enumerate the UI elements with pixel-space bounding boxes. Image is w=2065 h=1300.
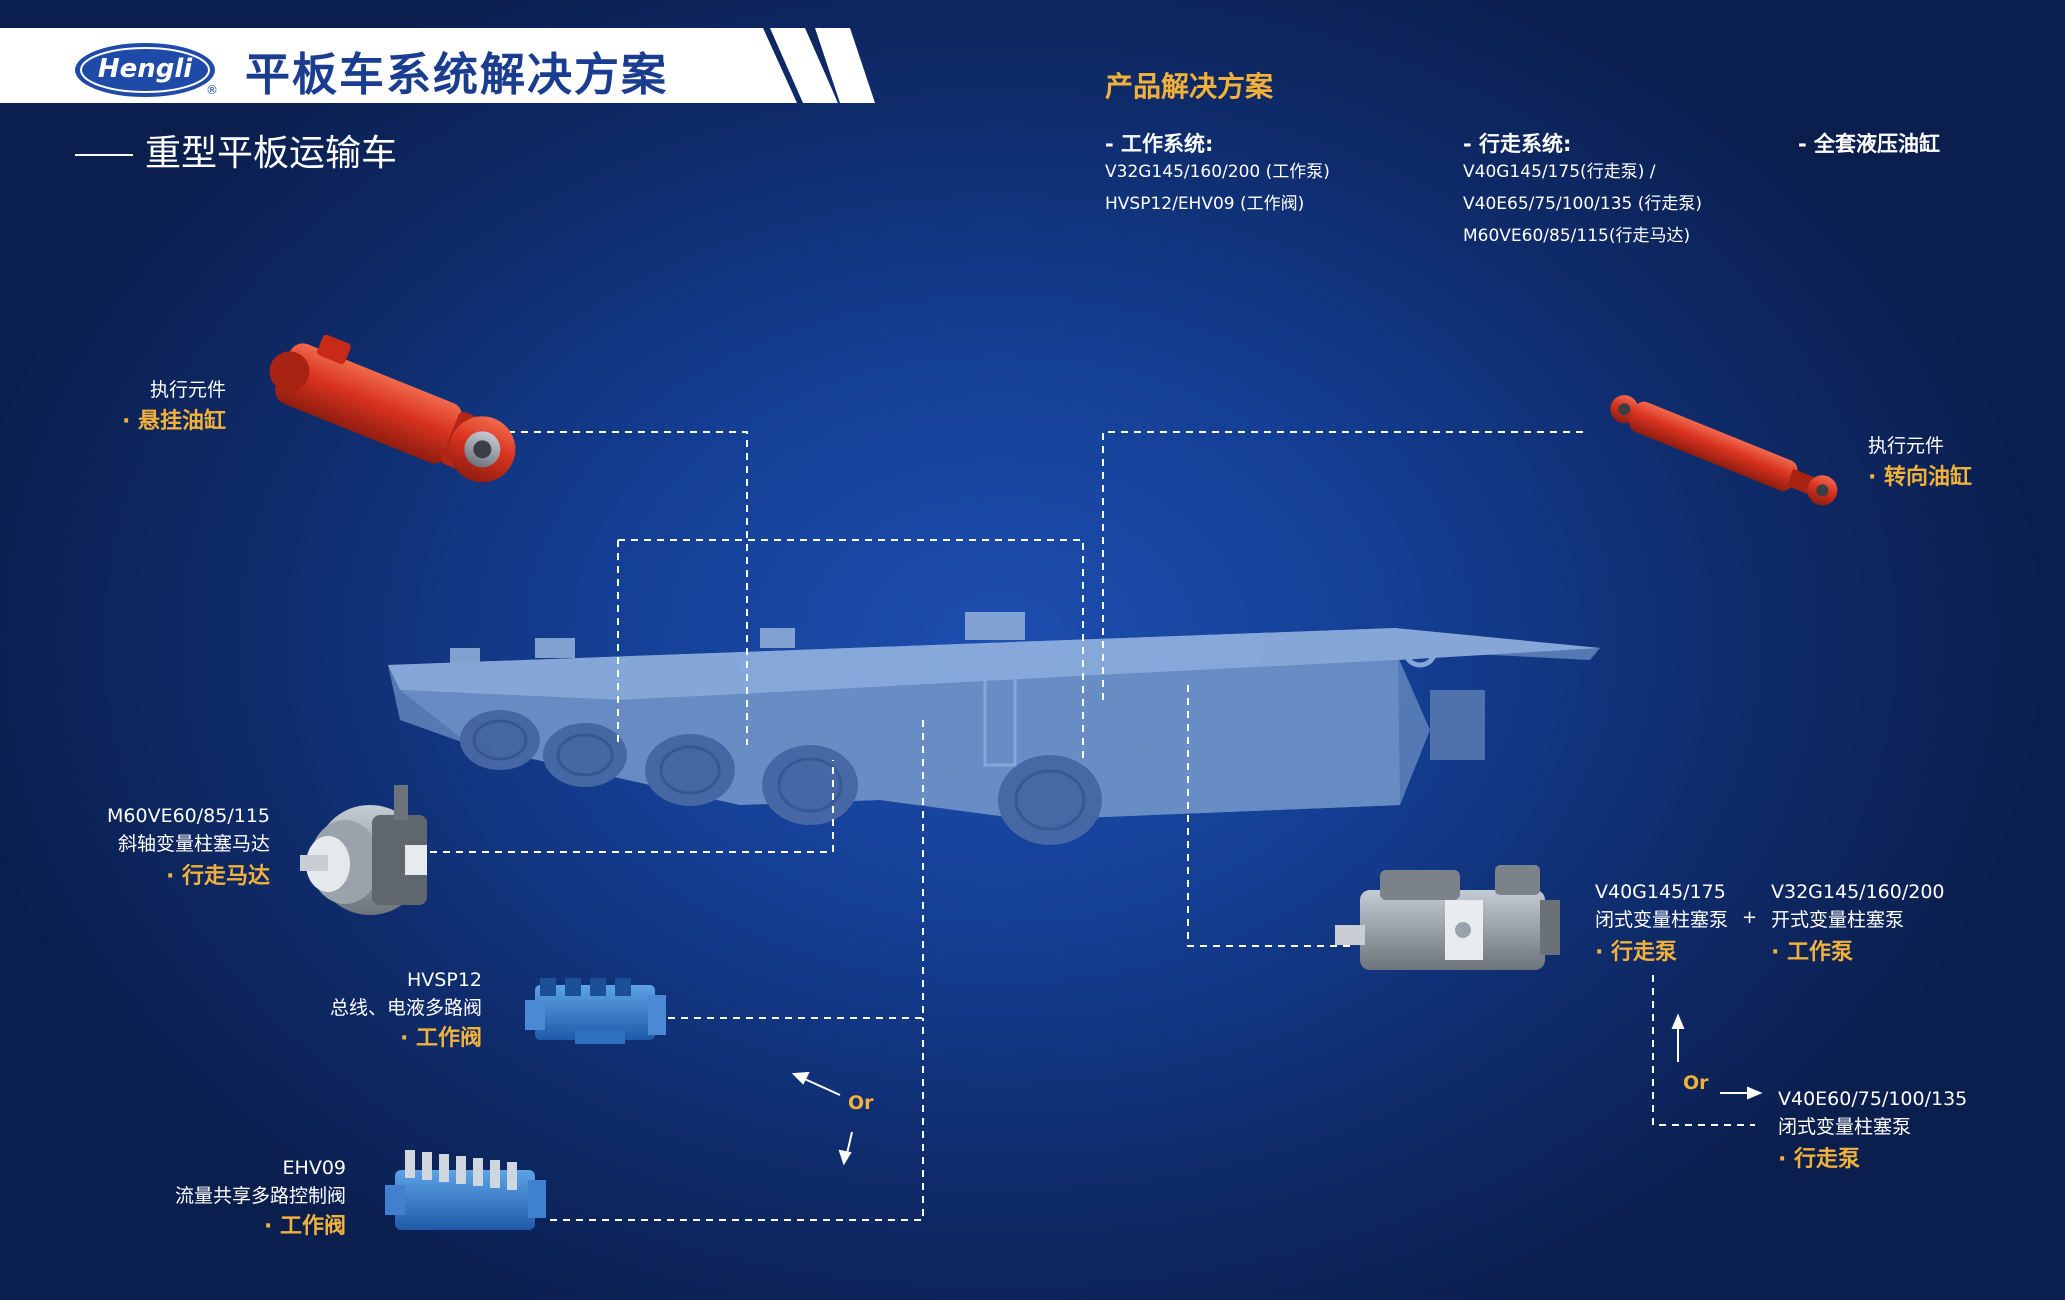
v40e-pump-description: 闭式变量柱塞泵 xyxy=(1778,1116,1912,1138)
v40g-pump-description: 闭式变量柱塞泵 xyxy=(1595,909,1729,931)
travel-system-title: - 行走系统: xyxy=(1463,132,1572,156)
plus-sign: + xyxy=(1742,907,1758,928)
steering-cylinder-image xyxy=(1610,395,1838,506)
suspension-cylinder-category: 执行元件 xyxy=(149,379,226,401)
travel-system-line-3: M60VE60/85/115(行走马达) xyxy=(1463,226,1691,246)
suspension-cylinder-product: · 悬挂油缸 xyxy=(121,409,226,434)
logo-text: Hengli xyxy=(97,54,193,84)
or-label-right: Or xyxy=(1683,1072,1709,1094)
steering-cylinder-product: · 转向油缸 xyxy=(1868,465,1973,490)
v32g-pump-product: · 工作泵 xyxy=(1771,940,1854,965)
solution-heading: 产品解决方案 xyxy=(1105,70,1274,103)
v40g-pump-product: · 行走泵 xyxy=(1595,940,1678,965)
travel-motor-model: M60VE60/85/115 xyxy=(107,805,270,827)
connector-lines xyxy=(430,431,1755,1221)
page-subtitle: 重型平板运输车 xyxy=(75,124,397,176)
travel-system-line-1: V40G145/175(行走泵) / xyxy=(1463,162,1656,182)
travel-motor-image xyxy=(300,785,427,915)
hvsp12-description: 总线、电液多路阀 xyxy=(329,997,482,1019)
or-label-left: Or xyxy=(848,1092,874,1114)
hvsp12-model: HVSP12 xyxy=(407,969,482,991)
working-system-title: - 工作系统: xyxy=(1105,132,1214,156)
pump-assembly-image xyxy=(1335,865,1560,970)
v32g-pump-model: V32G145/160/200 xyxy=(1771,881,1945,903)
ehv09-description: 流量共享多路控制阀 xyxy=(174,1185,346,1207)
hvsp12-valve-image xyxy=(525,978,666,1044)
v32g-pump-description: 开式变量柱塞泵 xyxy=(1771,909,1905,931)
hvsp12-product: · 工作阀 xyxy=(399,1026,482,1051)
page-title: 平板车系统解决方案 xyxy=(245,48,669,101)
ehv09-product: · 工作阀 xyxy=(263,1214,346,1239)
suspension-cylinder-image xyxy=(269,334,516,483)
subtitle-text: 重型平板运输车 xyxy=(145,133,398,174)
ehv09-valve-image xyxy=(385,1150,546,1230)
working-system-line-1: V32G145/160/200 (工作泵) xyxy=(1105,162,1330,182)
arrows xyxy=(791,1013,1763,1166)
v40e-pump-model: V40E60/75/100/135 xyxy=(1778,1088,1968,1110)
travel-system-line-2: V40E65/75/100/135 (行走泵) xyxy=(1463,194,1703,214)
travel-motor-product: · 行走马达 xyxy=(165,864,270,889)
steering-cylinder-category: 执行元件 xyxy=(1868,435,1945,457)
flatbed-vehicle-image xyxy=(388,612,1600,845)
logo-registered-mark: ® xyxy=(206,83,218,97)
travel-motor-description: 斜轴变量柱塞马达 xyxy=(117,833,270,855)
v40g-pump-model: V40G145/175 xyxy=(1595,881,1726,903)
cylinders-title: - 全套液压油缸 xyxy=(1798,132,1941,156)
v40e-pump-product: · 行走泵 xyxy=(1778,1147,1861,1172)
working-system-line-2: HVSP12/EHV09 (工作阀) xyxy=(1105,194,1305,214)
ehv09-model: EHV09 xyxy=(282,1157,346,1179)
